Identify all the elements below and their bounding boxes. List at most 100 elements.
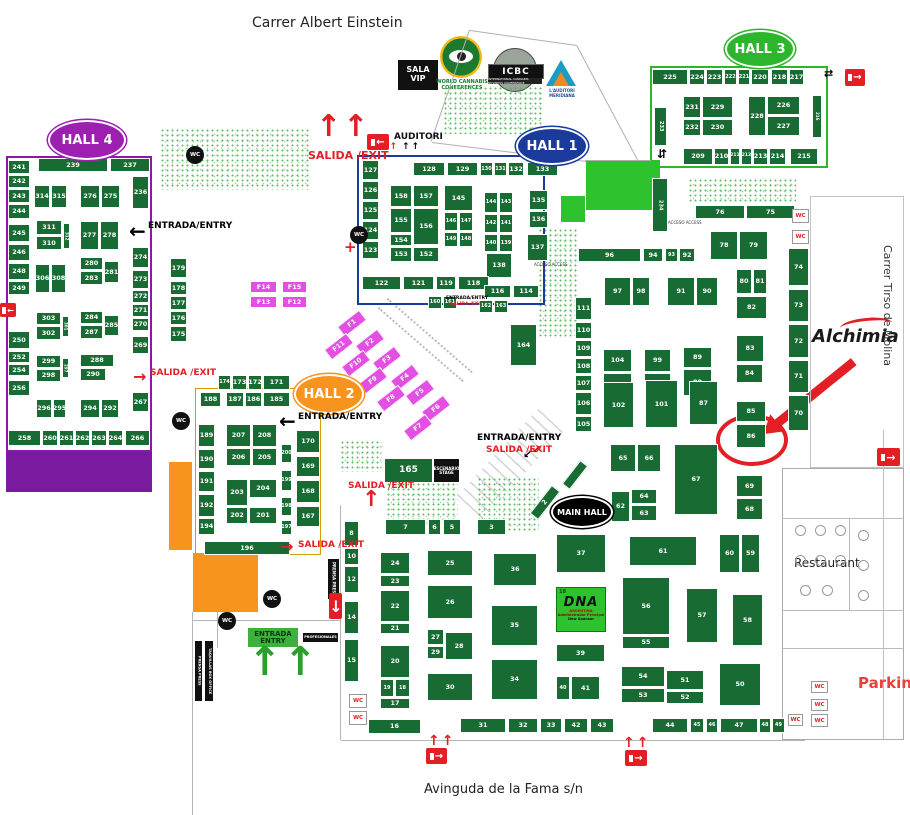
booth-64: 64 <box>631 489 657 504</box>
booth-188: 188 <box>200 392 221 407</box>
booth-169: 169 <box>296 456 320 477</box>
auditori-label: AUDITORI <box>394 132 443 142</box>
booth-23: 23 <box>380 575 410 587</box>
salida-main: SALIDA /EXIT <box>486 445 552 455</box>
booth-295: 295 <box>53 399 66 418</box>
booth-18: 18 <box>395 679 410 697</box>
label-box-profesionales: PROFESIONALES <box>302 632 339 643</box>
entrada-hall4: ENTRADA/ENTRY <box>148 221 233 231</box>
wall-line <box>193 620 340 621</box>
booth-162: 162 <box>479 300 493 313</box>
booth-239: 239 <box>38 158 108 172</box>
booth-236: 236 <box>132 176 149 209</box>
wc-icon: WC <box>811 699 828 711</box>
exit-icon: → <box>625 750 647 766</box>
booth-105: 105 <box>575 416 592 432</box>
salida-top: SALIDA /EXIT <box>308 149 389 162</box>
arrow-glyph: → <box>280 537 296 556</box>
wc-icon: WC <box>788 714 803 726</box>
street-top: Carrer Albert Einstein <box>252 15 403 31</box>
booth-271: 271 <box>132 304 149 317</box>
booth-296: 296 <box>36 399 52 418</box>
restaurant-table-icon <box>858 560 869 571</box>
booth-79: 79 <box>739 231 768 260</box>
booth-66: 66 <box>637 444 661 472</box>
booth-61: 61 <box>629 536 697 566</box>
booth-143: 143 <box>499 192 513 213</box>
booth-315: 315 <box>51 185 67 208</box>
booth-299: 299 <box>36 355 61 368</box>
booth-194: 194 <box>198 518 215 535</box>
auditori-logo-text: L'AUDITORI MERIDIANA <box>549 88 575 98</box>
booth-269: 269 <box>132 336 149 354</box>
wall-line <box>782 610 904 611</box>
dna-sub1: ·ARGENTINA· <box>568 609 594 613</box>
booth-87: 87 <box>689 381 718 425</box>
booth-178: 178 <box>170 281 187 295</box>
booth-211: 211 <box>730 148 740 165</box>
trees <box>160 128 310 190</box>
booth-145: 145 <box>444 185 473 211</box>
booth-263: 263 <box>91 430 107 446</box>
label-box-taquillas-box-office: TAQUILLAS BOX OFFICE <box>204 640 214 702</box>
booth-157: 157 <box>413 185 439 207</box>
booth-215: 215 <box>790 148 818 165</box>
booth-14: 14 <box>344 601 359 634</box>
booth-111: 111 <box>575 297 592 320</box>
hall-outline <box>782 468 904 740</box>
arrow-glyph: → <box>133 367 149 386</box>
booth-234: 234 <box>652 178 668 232</box>
booth-220: 220 <box>751 69 769 85</box>
booth-76: 76 <box>695 205 745 219</box>
booth-140: 140 <box>484 234 498 252</box>
booth-272: 272 <box>132 290 149 303</box>
booth-125: 125 <box>362 201 379 220</box>
booth-149: 149 <box>444 232 458 247</box>
booth-227: 227 <box>767 116 800 136</box>
arrow-glyph: ↑↑ <box>380 142 400 152</box>
booth-109: 109 <box>575 340 592 357</box>
colored-zone <box>561 196 585 222</box>
exit-man-icon <box>429 752 434 760</box>
booth-277: 277 <box>80 221 99 250</box>
booth-40: 40 <box>556 676 570 700</box>
booth-123: 123 <box>362 241 379 259</box>
booth-22: 22 <box>380 590 410 622</box>
booth-237: 237 <box>110 158 150 172</box>
booth-80: 80 <box>736 269 752 294</box>
booth-310: 310 <box>36 236 62 250</box>
booth-216: 216 <box>812 95 822 138</box>
booth-43: 43 <box>590 718 614 733</box>
exit-icon: ← <box>0 303 16 317</box>
wall-line <box>782 648 904 649</box>
restaurant-table-icon <box>815 525 826 536</box>
booth-274: 274 <box>132 247 149 268</box>
colored-zone <box>169 462 192 550</box>
dna-booth-number: 18 <box>559 589 566 595</box>
booth-308: 308 <box>51 264 66 293</box>
entrada-hall2: ENTRADA/ENTRY <box>298 412 383 422</box>
label-box-prensa-press: PRENSA PRESS <box>194 640 203 702</box>
booth-164: 164 <box>510 324 537 366</box>
trees <box>688 178 796 204</box>
booth-F10: F10 <box>340 349 372 378</box>
booth-292: 292 <box>101 399 119 418</box>
icbc-logo-subtext: INTERNATIONAL CANNABIS BUSINESS CONFEREN… <box>488 77 542 85</box>
booth-30: 30 <box>427 673 473 701</box>
booth-F15: F15 <box>282 281 307 293</box>
booth-311: 311 <box>36 220 62 235</box>
booth-130: 130 <box>480 162 493 176</box>
auditori-logo: L'AUDITORI MERIDIANA <box>543 58 581 100</box>
trees <box>340 440 382 472</box>
booth-191: 191 <box>198 471 215 492</box>
booth-199: 199 <box>281 470 292 491</box>
booth-303: 303 <box>36 312 61 325</box>
arrow-glyph: ↑↑ <box>402 142 422 152</box>
booth-69: 69 <box>736 475 763 497</box>
booth-26: 26 <box>427 585 473 619</box>
booth-58: 58 <box>732 594 763 646</box>
exit-man-icon <box>848 74 853 81</box>
booth-63: 63 <box>631 505 657 521</box>
exit-man-icon <box>881 453 886 461</box>
hall-label-hall-2: HALL 2 <box>294 374 364 414</box>
